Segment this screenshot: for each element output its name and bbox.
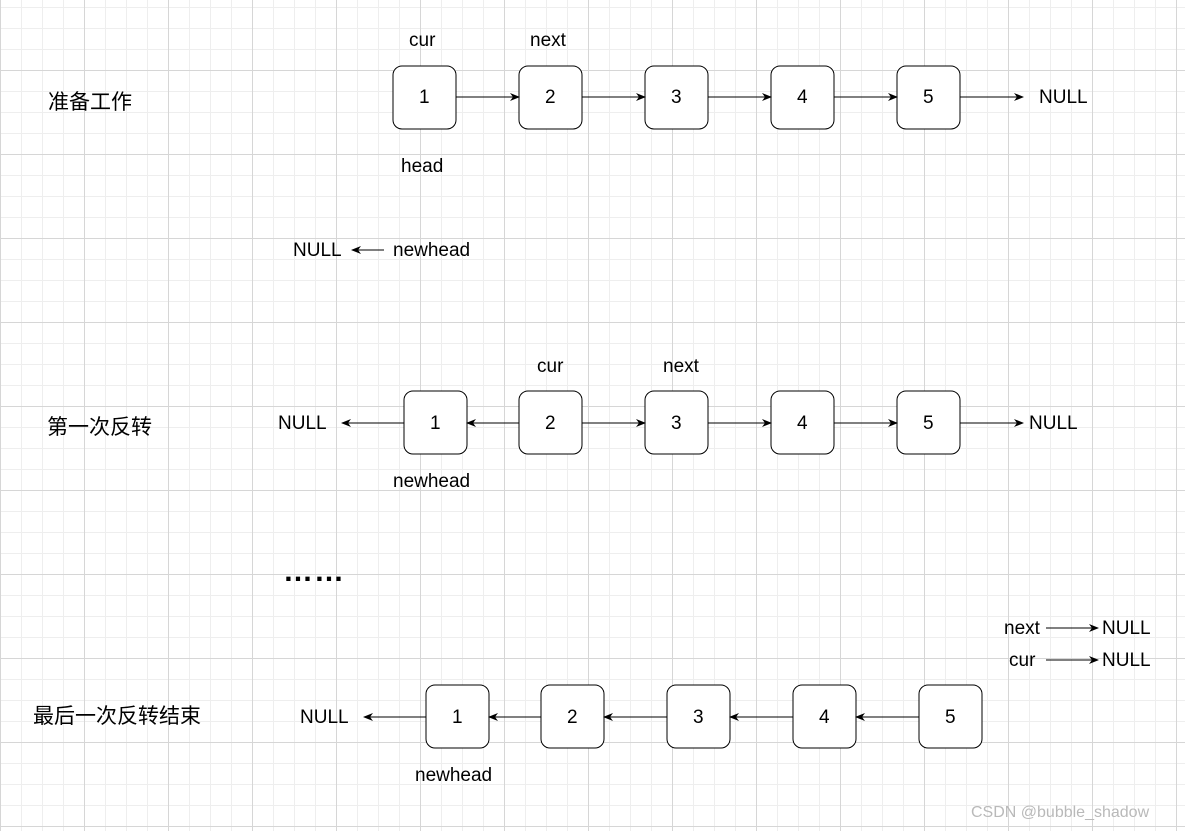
- last-list: [363, 624, 1099, 749]
- prep-node-3-value: 3: [671, 87, 682, 108]
- first-node-2-value: 2: [545, 413, 556, 434]
- first-right-null: NULL: [1029, 413, 1078, 434]
- first-title: 第一次反转: [47, 415, 152, 439]
- prep-node-4-value: 4: [797, 87, 808, 108]
- last-node-3-value: 3: [693, 707, 704, 728]
- last-left-null: NULL: [300, 707, 349, 728]
- last-node-5-value: 5: [945, 707, 956, 728]
- first-node-5-value: 5: [923, 413, 934, 434]
- last-node-1-value: 1: [452, 707, 463, 728]
- first-node-1-value: 1: [430, 413, 441, 434]
- prep-cur-label: cur: [409, 30, 436, 51]
- first-cur-label: cur: [537, 356, 564, 377]
- prep-head-label: head: [401, 156, 444, 177]
- first-newhead-label: newhead: [393, 471, 471, 492]
- prep-tail-null: NULL: [1039, 87, 1088, 108]
- prep-next-label: next: [530, 30, 566, 51]
- last-node-4-value: 4: [819, 707, 830, 728]
- prep-node-1-value: 1: [419, 87, 430, 108]
- prep-newhead-label: newhead: [393, 240, 471, 261]
- first-left-null: NULL: [278, 413, 327, 434]
- first-list: [341, 390, 1024, 455]
- last-next-null: NULL: [1102, 618, 1151, 639]
- prep-node-2-value: 2: [545, 87, 556, 108]
- last-newhead-label: newhead: [415, 765, 493, 786]
- prep-node-5-value: 5: [923, 87, 934, 108]
- first-node-3-value: 3: [671, 413, 682, 434]
- ellipsis: ……: [283, 555, 345, 588]
- last-cur-null: NULL: [1102, 650, 1151, 671]
- watermark: CSDN @bubble_shadow: [971, 804, 1150, 821]
- first-node-4-value: 4: [797, 413, 808, 434]
- last-cur-label: cur: [1009, 650, 1036, 671]
- prep-list: [351, 65, 1024, 254]
- prep-title: 准备工作: [48, 90, 132, 114]
- last-node-2-value: 2: [567, 707, 578, 728]
- prep-newhead-null: NULL: [293, 240, 342, 261]
- last-next-label: next: [1004, 618, 1040, 639]
- first-next-label: next: [663, 356, 699, 377]
- last-title: 最后一次反转结束: [33, 704, 201, 728]
